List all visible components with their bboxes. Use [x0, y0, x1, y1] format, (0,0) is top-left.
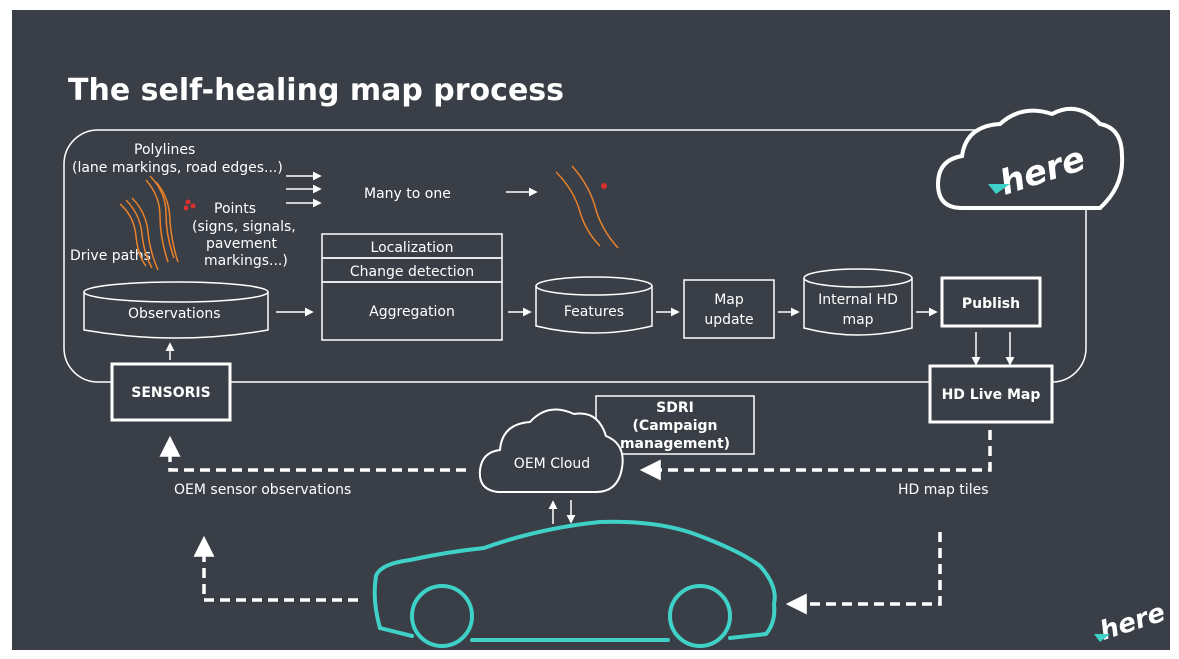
- map-pipeline-container: [63, 129, 1087, 383]
- internal-hd-map-label-1: Internal HD: [818, 292, 898, 308]
- polylines-subtitle: (lane markings, road edges...): [72, 160, 283, 176]
- internal-hd-map-database-icon: [803, 268, 913, 336]
- oem-cloud-label: OEM Cloud: [514, 456, 590, 472]
- localization-label: Localization: [371, 240, 454, 256]
- points-subtitle-3: markings...): [204, 253, 288, 269]
- dashed-arrow-car-upload: [193, 535, 358, 602]
- change-detection-label: Change detection: [350, 264, 474, 280]
- aggregation-label: Aggregation: [369, 304, 455, 320]
- car-icon: [372, 519, 777, 648]
- aggregated-lines-icon: [555, 165, 619, 249]
- here-cloud-icon: here: [935, 106, 1125, 210]
- points-icon: [183, 199, 196, 211]
- map-update-label-1: Map: [714, 292, 744, 308]
- slide-title: The self-healing map process: [68, 73, 564, 108]
- dashed-arrow-tiles-to-car: [785, 532, 942, 615]
- hd-live-map-box: [928, 364, 1054, 424]
- features-label: Features: [564, 304, 624, 320]
- points-subtitle-1: (signs, signals,: [192, 219, 296, 235]
- features-database-icon: [535, 276, 653, 334]
- aggregated-point-icon: [601, 183, 607, 189]
- map-update-label-2: update: [704, 312, 753, 328]
- sdri-label-1: SDRI: [656, 400, 694, 416]
- sdri-label-3: management): [620, 436, 730, 452]
- sensoris-label: SENSORIS: [131, 385, 210, 401]
- many-to-one-label: Many to one: [364, 186, 451, 202]
- points-subtitle-2: pavement: [206, 236, 277, 252]
- processing-stack: [321, 233, 503, 341]
- observations-label: Observations: [128, 306, 221, 322]
- oem-sensor-observations-label: OEM sensor observations: [174, 482, 351, 498]
- publish-box: [940, 276, 1042, 328]
- dashed-arrow-live-to-cloud: [639, 430, 992, 481]
- polylines-title: Polylines: [134, 142, 195, 158]
- map-update-box: [683, 279, 775, 339]
- observations-database-icon: [83, 281, 269, 339]
- points-title: Points: [214, 201, 256, 217]
- input-arrows: [286, 171, 322, 208]
- sensoris-box: [110, 362, 232, 422]
- hd-map-tiles-label: HD map tiles: [898, 482, 989, 498]
- drive-paths-label: Drive paths: [70, 248, 151, 264]
- dashed-arrow-cloud-to-sensoris: [159, 435, 466, 472]
- internal-hd-map-label-2: map: [842, 312, 873, 328]
- hd-live-map-label: HD Live Map: [942, 387, 1041, 403]
- sdri-box: [595, 395, 755, 455]
- publish-label: Publish: [962, 296, 1020, 312]
- drive-paths-icon: [119, 175, 179, 271]
- oem-cloud-icon: [478, 408, 624, 493]
- sdri-label-2: (Campaign: [633, 418, 718, 434]
